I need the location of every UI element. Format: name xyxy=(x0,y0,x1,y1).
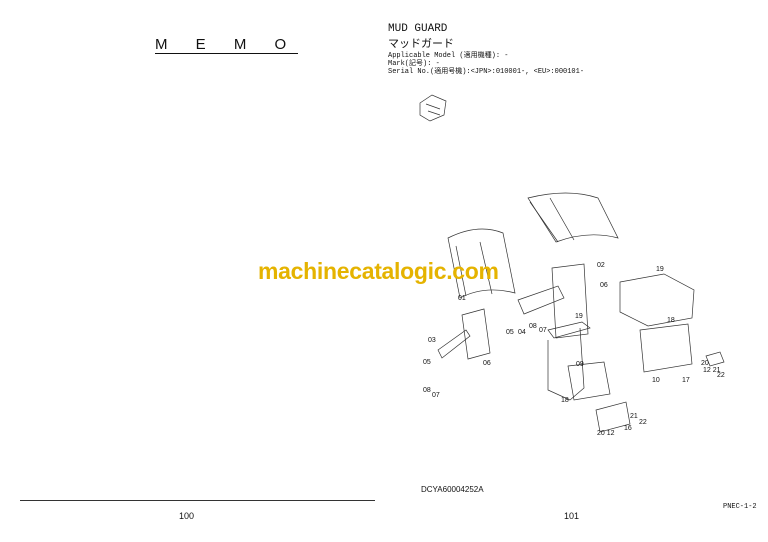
section-code: PNEC-1-2 xyxy=(723,503,757,511)
callout-label: 17 xyxy=(682,377,690,384)
machine-thumbnail-icon xyxy=(419,94,447,122)
watermark: machinecatalogic.com xyxy=(258,258,499,284)
serial-number: Serial No.(適用号機):<JPN>:010001-, <EU>:000… xyxy=(388,68,585,76)
callout-label: 19 xyxy=(656,266,664,273)
stay-03 xyxy=(437,329,471,359)
bracket-set xyxy=(517,285,565,315)
mark: Mark(記号): - xyxy=(388,60,440,68)
callout-label: 18 xyxy=(667,317,675,324)
callout-label: 04 xyxy=(518,329,526,336)
callout-label: 08 xyxy=(423,387,431,394)
callout-label: 22 xyxy=(717,372,725,379)
panel-06 xyxy=(461,308,491,360)
callout-label: 12 21 xyxy=(703,367,721,374)
callout-label: 20 12 xyxy=(597,430,615,437)
drawing-code: DCYA60004252A xyxy=(421,485,484,494)
right-panel-10 xyxy=(639,323,693,373)
callout-label: 20 xyxy=(701,360,709,367)
callout-label: 05 xyxy=(506,329,514,336)
cover-16 xyxy=(595,401,631,433)
callout-label: 07 xyxy=(539,327,547,334)
callout-label: 06 xyxy=(600,282,608,289)
rear-panel xyxy=(551,263,589,339)
right-frame xyxy=(619,273,695,327)
section-title-jp: マッドガード xyxy=(388,38,454,50)
step-assembly xyxy=(547,321,591,401)
callout-label: 19 xyxy=(575,313,583,320)
callout-label: 18 xyxy=(561,397,569,404)
divider xyxy=(20,500,375,501)
callout-label: 09 xyxy=(576,361,584,368)
callout-label: 16 xyxy=(624,425,632,432)
bracket-20 xyxy=(705,351,725,367)
memo-heading: M E M O xyxy=(155,36,299,54)
side-panel-09 xyxy=(567,361,611,401)
callout-label: 10 xyxy=(652,377,660,384)
page-number-left: 100 xyxy=(179,511,195,521)
callout-label: 01 xyxy=(458,295,466,302)
applicable-model: Applicable Model (適用機種): - xyxy=(388,52,509,60)
callout-label: 07 xyxy=(432,392,440,399)
page-number-right: 101 xyxy=(564,511,580,521)
front-mud-guard xyxy=(527,192,619,243)
callout-label: 05 xyxy=(423,359,431,366)
callout-label: 06 xyxy=(483,360,491,367)
callout-label: 02 xyxy=(597,262,605,269)
callout-label: 22 xyxy=(639,419,647,426)
callout-label: 21 xyxy=(630,413,638,420)
callout-label: 03 xyxy=(428,337,436,344)
section-title: MUD GUARD xyxy=(388,23,448,35)
callout-label: 08 xyxy=(529,323,537,330)
left-mud-guard xyxy=(447,228,516,299)
